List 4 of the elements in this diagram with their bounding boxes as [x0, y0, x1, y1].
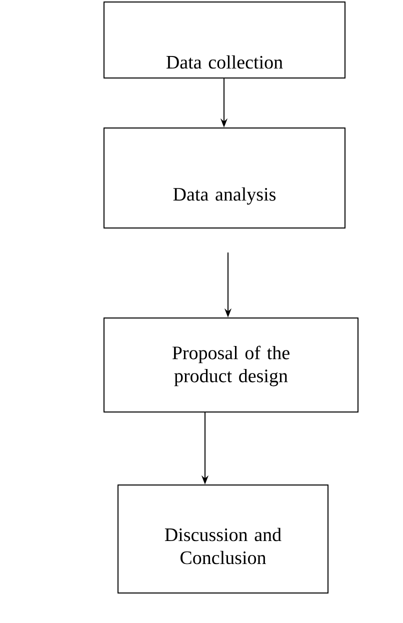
process-box: Proposal of the product design — [104, 318, 358, 412]
process-box: Data analysis — [104, 128, 346, 228]
process-box: Data collection — [104, 2, 346, 78]
process-box: Discussion and Conclusion — [118, 484, 328, 594]
